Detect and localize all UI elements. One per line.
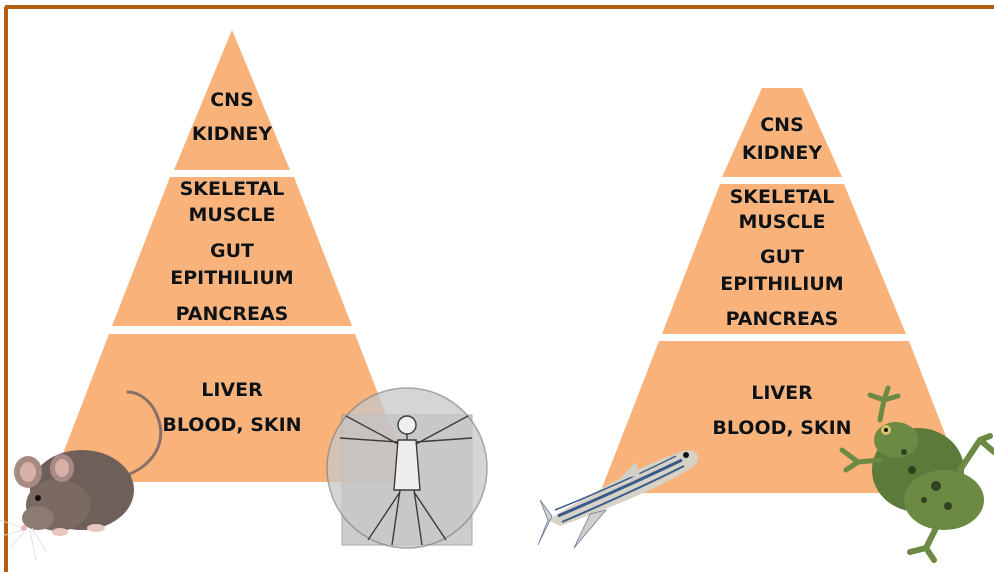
right-middle-label-5: PANCREAS	[726, 308, 839, 330]
left-middle-label-5: PANCREAS	[176, 303, 289, 325]
right-bottom-label-2: BLOOD, SKIN	[712, 417, 851, 439]
left-bottom-label-1: LIVER	[201, 379, 263, 401]
right-middle-label-2: MUSCLE	[738, 211, 825, 233]
left-middle-label-4: EPITHILIUM	[170, 267, 293, 289]
vitruvian-man-illustration	[327, 388, 487, 548]
left-middle-label-2: MUSCLE	[188, 204, 275, 226]
left-top-label-1: CNS	[210, 89, 254, 111]
right-middle-label-1: SKELETAL	[730, 186, 835, 208]
right-top-label-2: KIDNEY	[742, 142, 822, 164]
left-top-label-2: KIDNEY	[192, 123, 272, 145]
right-middle-label-4: EPITHILIUM	[720, 273, 843, 295]
right-bottom-label-1: LIVER	[751, 382, 813, 404]
left-middle-label-3: GUT	[210, 240, 254, 262]
left-middle-label-1: SKELETAL	[180, 178, 285, 200]
left-bottom-label-2: BLOOD, SKIN	[162, 414, 301, 436]
right-middle-label-3: GUT	[760, 246, 804, 268]
right-top-label-1: CNS	[760, 114, 804, 136]
